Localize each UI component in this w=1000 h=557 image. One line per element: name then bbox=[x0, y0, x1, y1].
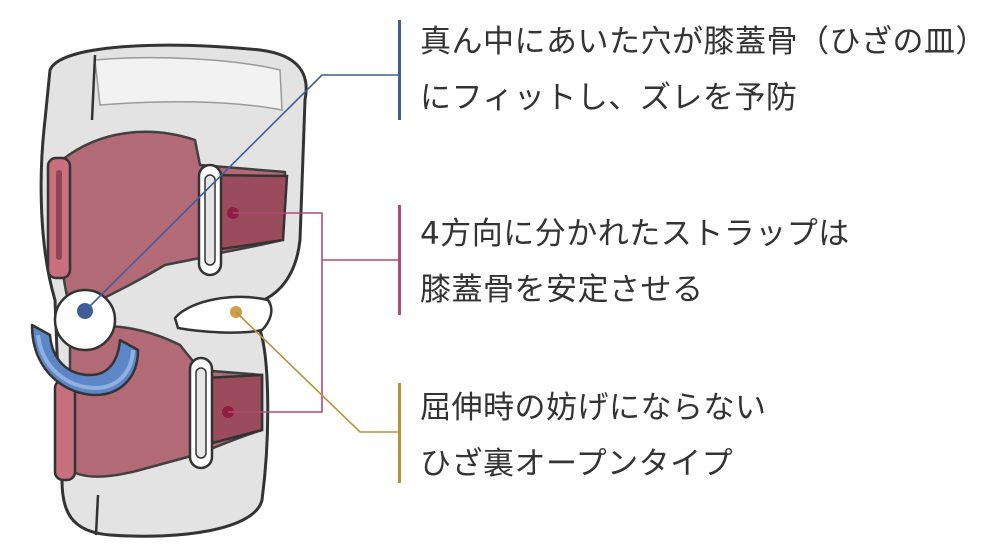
patella-ring bbox=[30, 323, 140, 397]
callout-line: 4方向に分かれたストラップは bbox=[420, 216, 850, 252]
lower-d-ring-slot bbox=[195, 367, 207, 459]
left-lower-strap-loop bbox=[53, 378, 77, 482]
callout-line: 真ん中にあいた穴が膝蓋骨（ひざの皿） bbox=[420, 24, 987, 60]
leader-line-magenta bbox=[228, 212, 400, 413]
leader-line-blue bbox=[84, 74, 400, 312]
callout-line: 屈伸時の妨げにならない bbox=[420, 390, 767, 426]
callout-bar-blue bbox=[398, 20, 401, 120]
callout-line: にフィットし、ズレを予防 bbox=[420, 80, 798, 116]
callout-open-back: 屈伸時の妨げにならない ひざ裏オープンタイプ bbox=[420, 380, 767, 492]
callout-line: 膝蓋骨を安定させる bbox=[420, 272, 704, 308]
callout-bar-gold bbox=[398, 383, 401, 483]
callout-line: ひざ裏オープンタイプ bbox=[420, 446, 734, 482]
callout-bar-magenta bbox=[398, 205, 401, 315]
patella-hole-icon bbox=[53, 288, 117, 352]
callout-four-way-strap: 4方向に分かれたストラップは 膝蓋骨を安定させる bbox=[420, 206, 850, 318]
brace-shell-inner bbox=[94, 56, 283, 111]
callout-patella-fit: 真ん中にあいた穴が膝蓋骨（ひざの皿） にフィットし、ズレを予防 bbox=[420, 14, 987, 126]
left-strap-loop-slot bbox=[56, 170, 62, 260]
brace-seam bbox=[90, 54, 100, 536]
upper-d-ring-slot bbox=[204, 174, 216, 266]
leader-line-gold bbox=[235, 311, 400, 433]
patella-ring-highlight bbox=[36, 334, 135, 391]
